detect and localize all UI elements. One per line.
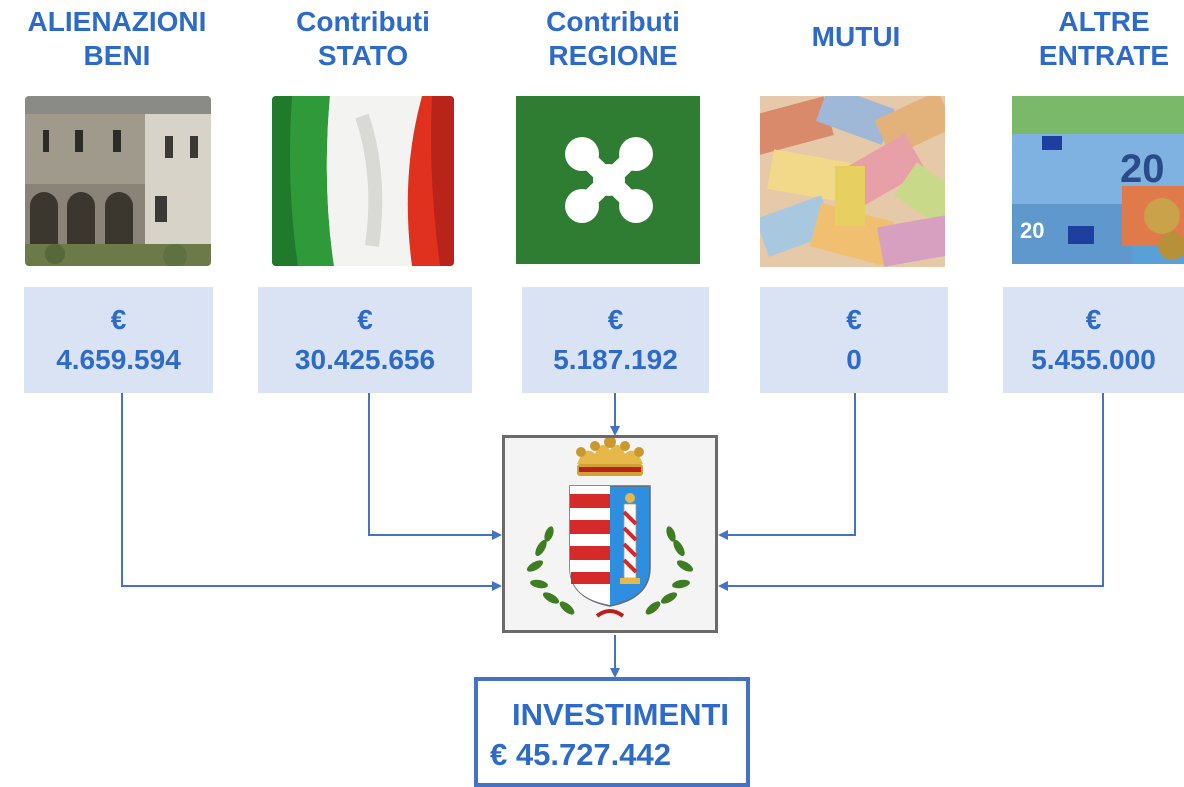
alienazioni-amount: 4.659.594 [56,344,181,375]
investimenti-label: INVESTIMENTI [512,697,730,732]
connector-altre [718,393,1104,591]
svg-text:20: 20 [1120,147,1165,191]
investimenti-amount: € 45.727.442 [490,737,672,772]
lombardy-region-flag-icon [516,96,700,264]
stato-amount-box: € 30.425.656 [258,287,472,393]
regione-amount: 5.187.192 [553,344,678,375]
mutui-amount: 0 [846,344,862,375]
currency-symbol: € [1085,304,1102,335]
altre-amount: 5.455.000 [1031,344,1156,375]
mutui-title: MUTUI [811,21,901,52]
euro-notes-coins-icon: 20 20 [1012,96,1184,264]
connector-stato [368,393,502,540]
mutui-amount-box: € 0 [760,287,948,393]
currency-symbol: € [846,304,862,335]
connector-alienazioni [121,393,502,591]
svg-text:20: 20 [1020,218,1044,243]
municipal-coat-of-arms-icon [502,435,718,633]
stato-amount: 30.425.656 [294,344,436,375]
currency-symbol: € [357,304,373,335]
investimenti-total-box: INVESTIMENTI € 45.727.442 [474,677,750,787]
connector-mutui [718,393,856,540]
currency-symbol: € [607,304,624,335]
building-photo-icon [25,96,211,266]
italian-flag-icon [272,96,454,266]
alienazioni-amount-box: € 4.659.594 [24,287,213,393]
regione-amount-box: € 5.187.192 [522,287,709,393]
altre-amount-box: € 5.455.000 [1003,287,1184,393]
currency-symbol: € [110,304,127,335]
euro-banknotes-icon [760,96,945,267]
